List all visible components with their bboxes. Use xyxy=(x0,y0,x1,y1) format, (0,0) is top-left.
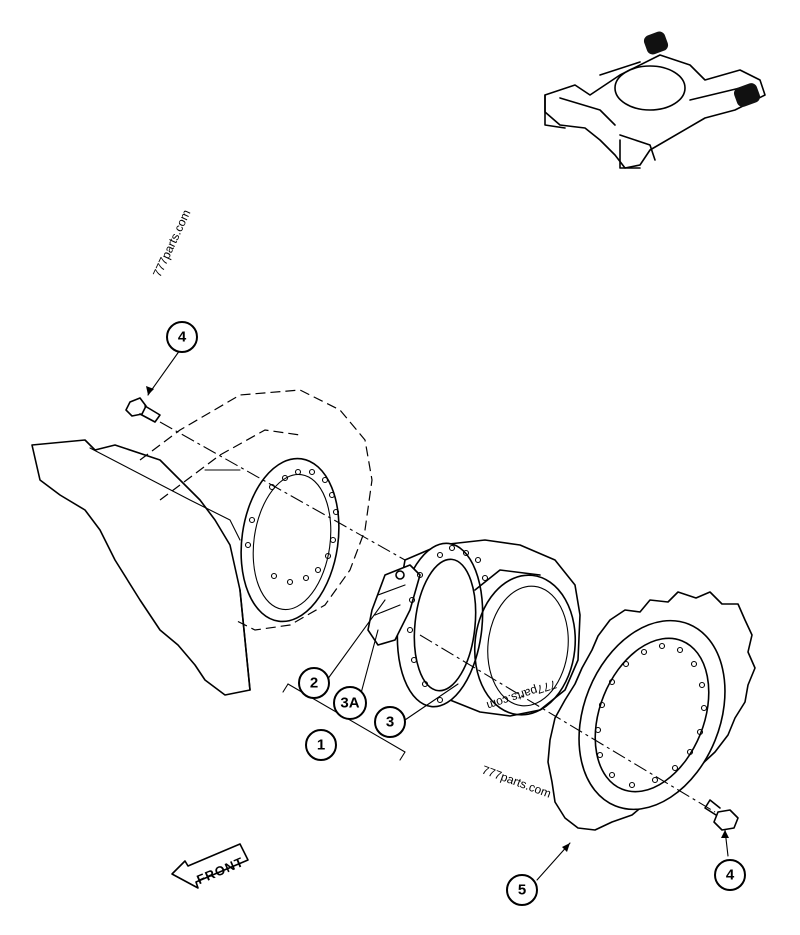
callout-3a-label: 3A xyxy=(340,695,359,712)
center-line-upper xyxy=(159,421,406,561)
leader-lines xyxy=(146,349,729,881)
callout-4-top: 4 xyxy=(166,321,198,353)
center-line-lower xyxy=(419,634,716,813)
watermark-sprocket: 777parts.com xyxy=(480,763,553,801)
callout-1: 1 xyxy=(305,729,337,761)
callout-5: 5 xyxy=(506,874,538,906)
callout-4-bottom-label: 4 xyxy=(726,867,735,884)
callout-3a: 3A xyxy=(333,686,367,720)
track-frame-housing xyxy=(31,389,373,696)
housing-bolt-holes xyxy=(244,468,340,586)
bolt-top-left xyxy=(125,397,161,423)
callout-2-label: 2 xyxy=(310,675,318,692)
callout-4-bottom: 4 xyxy=(714,859,746,891)
sprocket-bolt-holes xyxy=(594,642,708,789)
front-direction-arrow: FRONT xyxy=(171,843,249,889)
callout-2: 2 xyxy=(298,667,330,699)
final-drive-motor xyxy=(367,539,581,717)
watermark-left: 777parts.com xyxy=(150,207,193,279)
callout-3-label: 3 xyxy=(386,714,394,731)
bolt-bottom-right xyxy=(704,799,739,831)
callout-3: 3 xyxy=(374,706,406,738)
undercarriage-frame-inset xyxy=(544,31,766,169)
callout-5-label: 5 xyxy=(518,882,526,899)
flange-bolt-holes xyxy=(406,544,489,704)
callout-1-label: 1 xyxy=(317,737,325,754)
callout-4-top-label: 4 xyxy=(178,329,187,346)
drive-sprocket xyxy=(547,591,756,831)
